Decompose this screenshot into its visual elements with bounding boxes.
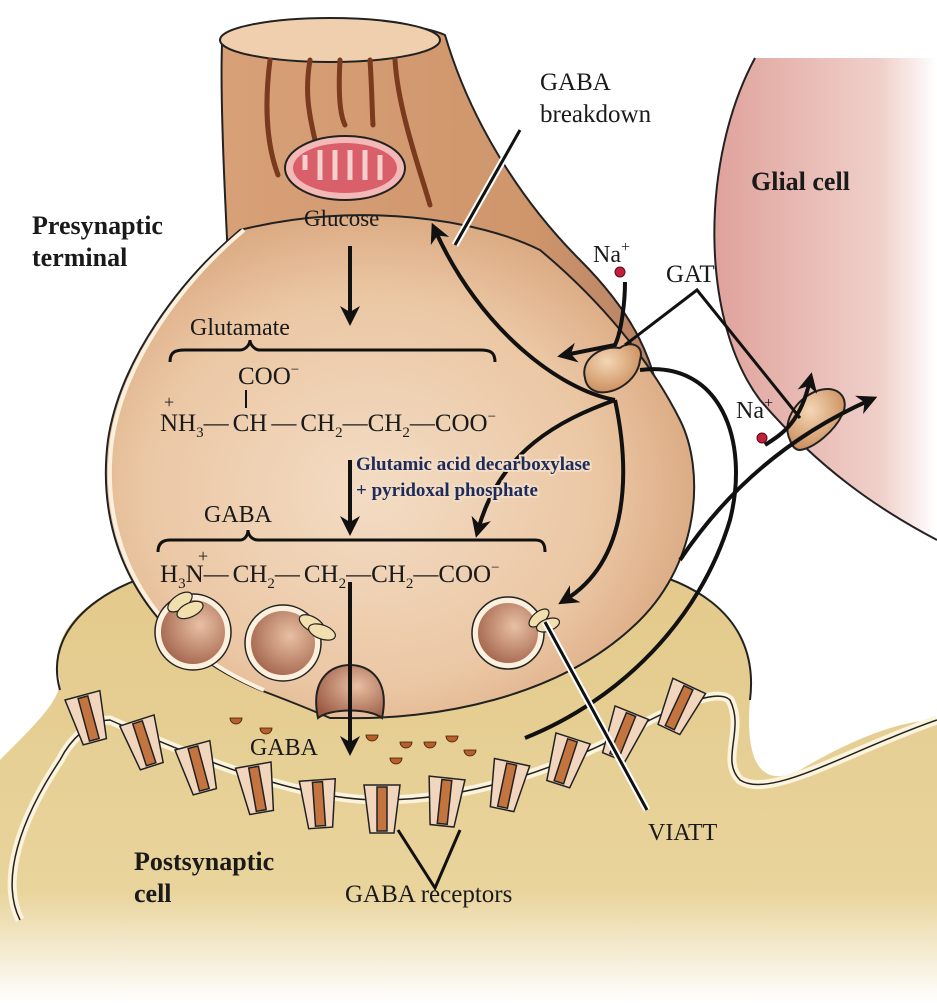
mitochondrion — [284, 135, 406, 201]
gaba-receptor — [363, 784, 401, 834]
gaba-formula: + H3N—CH2—CH2—CH2—COO− — [160, 546, 500, 592]
glucose-label: Glucose — [304, 206, 379, 231]
gat-pointer — [624, 287, 802, 419]
glutamate-label: Glutamate — [190, 315, 290, 341]
gaba-receptor — [234, 761, 275, 816]
gaba-receptor — [657, 677, 707, 736]
postsynaptic-label-line1: Postsynaptic — [134, 847, 274, 876]
sodium-ion-top — [614, 266, 626, 278]
postsynaptic-label-line2: cell — [134, 879, 172, 908]
gaba-cleft-label: GABA — [250, 735, 319, 761]
presynaptic-label-line1: Presynaptic — [32, 211, 163, 240]
gaba-breakdown-arrow — [430, 222, 616, 402]
gaba-receptors-pointer — [396, 829, 462, 892]
gaba-breakdown-pointer — [453, 129, 522, 246]
glial-cell-label: Glial cell — [751, 167, 850, 196]
viatt-pointer — [543, 621, 649, 811]
gaba-receptor — [64, 689, 108, 746]
pathway-arrows — [340, 222, 878, 756]
presynaptic-label-line2: terminal — [32, 243, 127, 272]
enzyme-label-line2: + pyridoxal phosphate — [356, 480, 538, 501]
gat-label: GAT — [666, 261, 715, 288]
vesicle — [245, 605, 321, 681]
sodium-ion-glial — [756, 432, 768, 444]
presynaptic-terminal — [104, 214, 696, 720]
gat-transporter-presynaptic — [583, 343, 642, 394]
gaba-reuptake-to-synthesis-arrow — [471, 398, 616, 538]
glutamate-formula: COO− + NH3—CH—CH2—CH2—COO− — [160, 362, 496, 441]
vesicle — [155, 594, 231, 670]
gaba-receptors-label: GABA receptors — [345, 881, 512, 908]
viatt-transporters — [167, 591, 561, 641]
gaba-brace — [156, 529, 547, 553]
gaba-breakdown-label-line1: GABA — [540, 69, 611, 96]
gaba-receptor — [118, 713, 165, 771]
gaba-product-label: GABA — [204, 502, 273, 528]
enzyme-label-line1: Glutamic acid decarboxylase — [356, 454, 590, 475]
glial-gaba-uptake-arrow — [678, 395, 878, 562]
gaba-to-vesicle-arrow — [558, 399, 626, 605]
microtubules — [264, 57, 433, 208]
sodium-influx-arrow — [557, 281, 627, 363]
glutamate-side-group: COO− — [238, 362, 299, 390]
axon-cross-section — [219, 17, 441, 63]
gaba-molecules-cleft — [229, 717, 477, 765]
gaba-backbone: H3N—CH2—CH2—CH2—COO− — [160, 560, 500, 592]
vesicle — [472, 597, 544, 669]
glutamate-amino-charge: + — [164, 392, 174, 412]
glutamate-brace — [168, 339, 497, 363]
gaba-breakdown-label-line2: breakdown — [540, 101, 652, 128]
sodium-label-glial: Na+ — [736, 395, 773, 424]
glial-cell — [714, 58, 937, 540]
gaba-receptor — [489, 757, 531, 813]
glial-sodium-arrow — [763, 372, 818, 447]
gaba-receptor — [298, 777, 337, 830]
pointer-lines — [396, 128, 802, 892]
synaptic-vesicles — [154, 593, 545, 720]
gaba-receptor — [545, 731, 592, 789]
glutamate-backbone: NH3—CH—CH2—CH2—COO− — [160, 409, 496, 441]
gaba-amino-charge: + — [198, 546, 208, 566]
glial-membrane — [713, 57, 937, 541]
gaba-receptor — [428, 775, 466, 828]
viatt-label: VIATT — [648, 820, 718, 846]
gaba-receptor — [174, 739, 218, 796]
sodium-label-top: Na+ — [593, 239, 630, 268]
gaba-cleft-reuptake-path — [524, 367, 738, 740]
